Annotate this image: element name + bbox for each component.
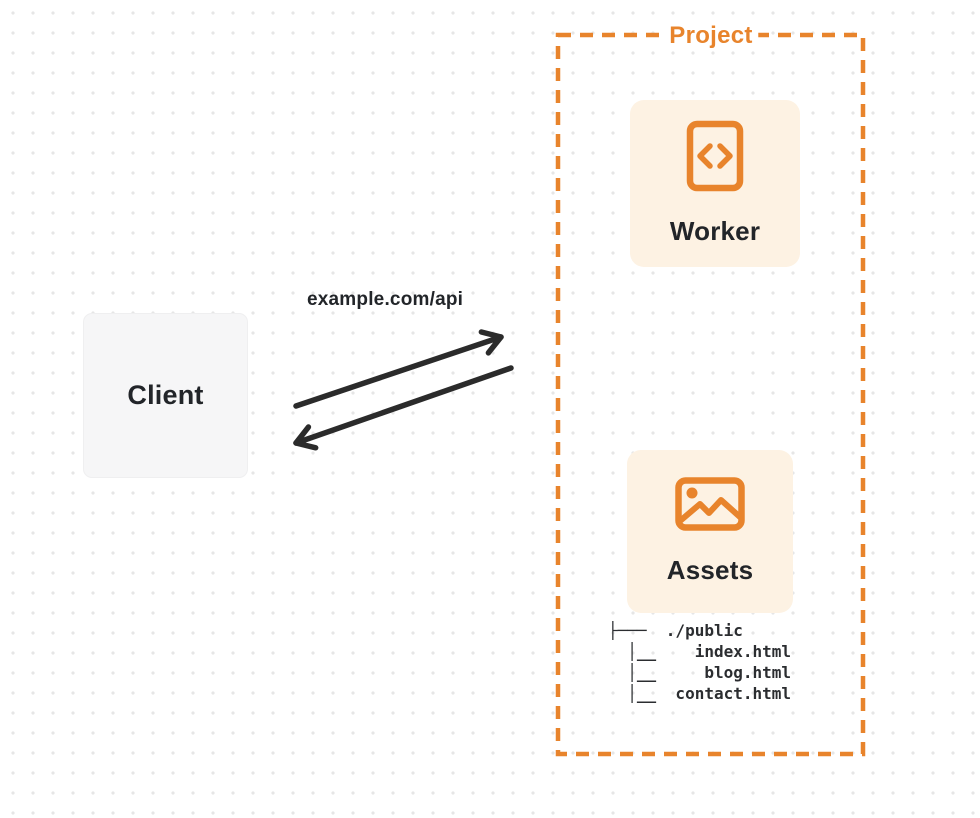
project-boundary-border [555,32,866,757]
request-arrow [293,329,504,409]
response-arrow [293,365,514,451]
client-label: Client [127,380,204,410]
code-file-icon [686,120,744,192]
request-url-label: example.com/api [307,289,464,310]
image-icon [675,477,745,531]
assets-node: Assets [627,450,793,613]
assets-label: Assets [666,555,754,585]
worker-node: Worker [630,100,800,267]
file-tree: ├─── ./public │__ index.html │__ blog.ht… [608,621,792,703]
client-node: Client [83,313,248,478]
project-label: Project [663,22,759,50]
worker-label: Worker [669,216,761,246]
